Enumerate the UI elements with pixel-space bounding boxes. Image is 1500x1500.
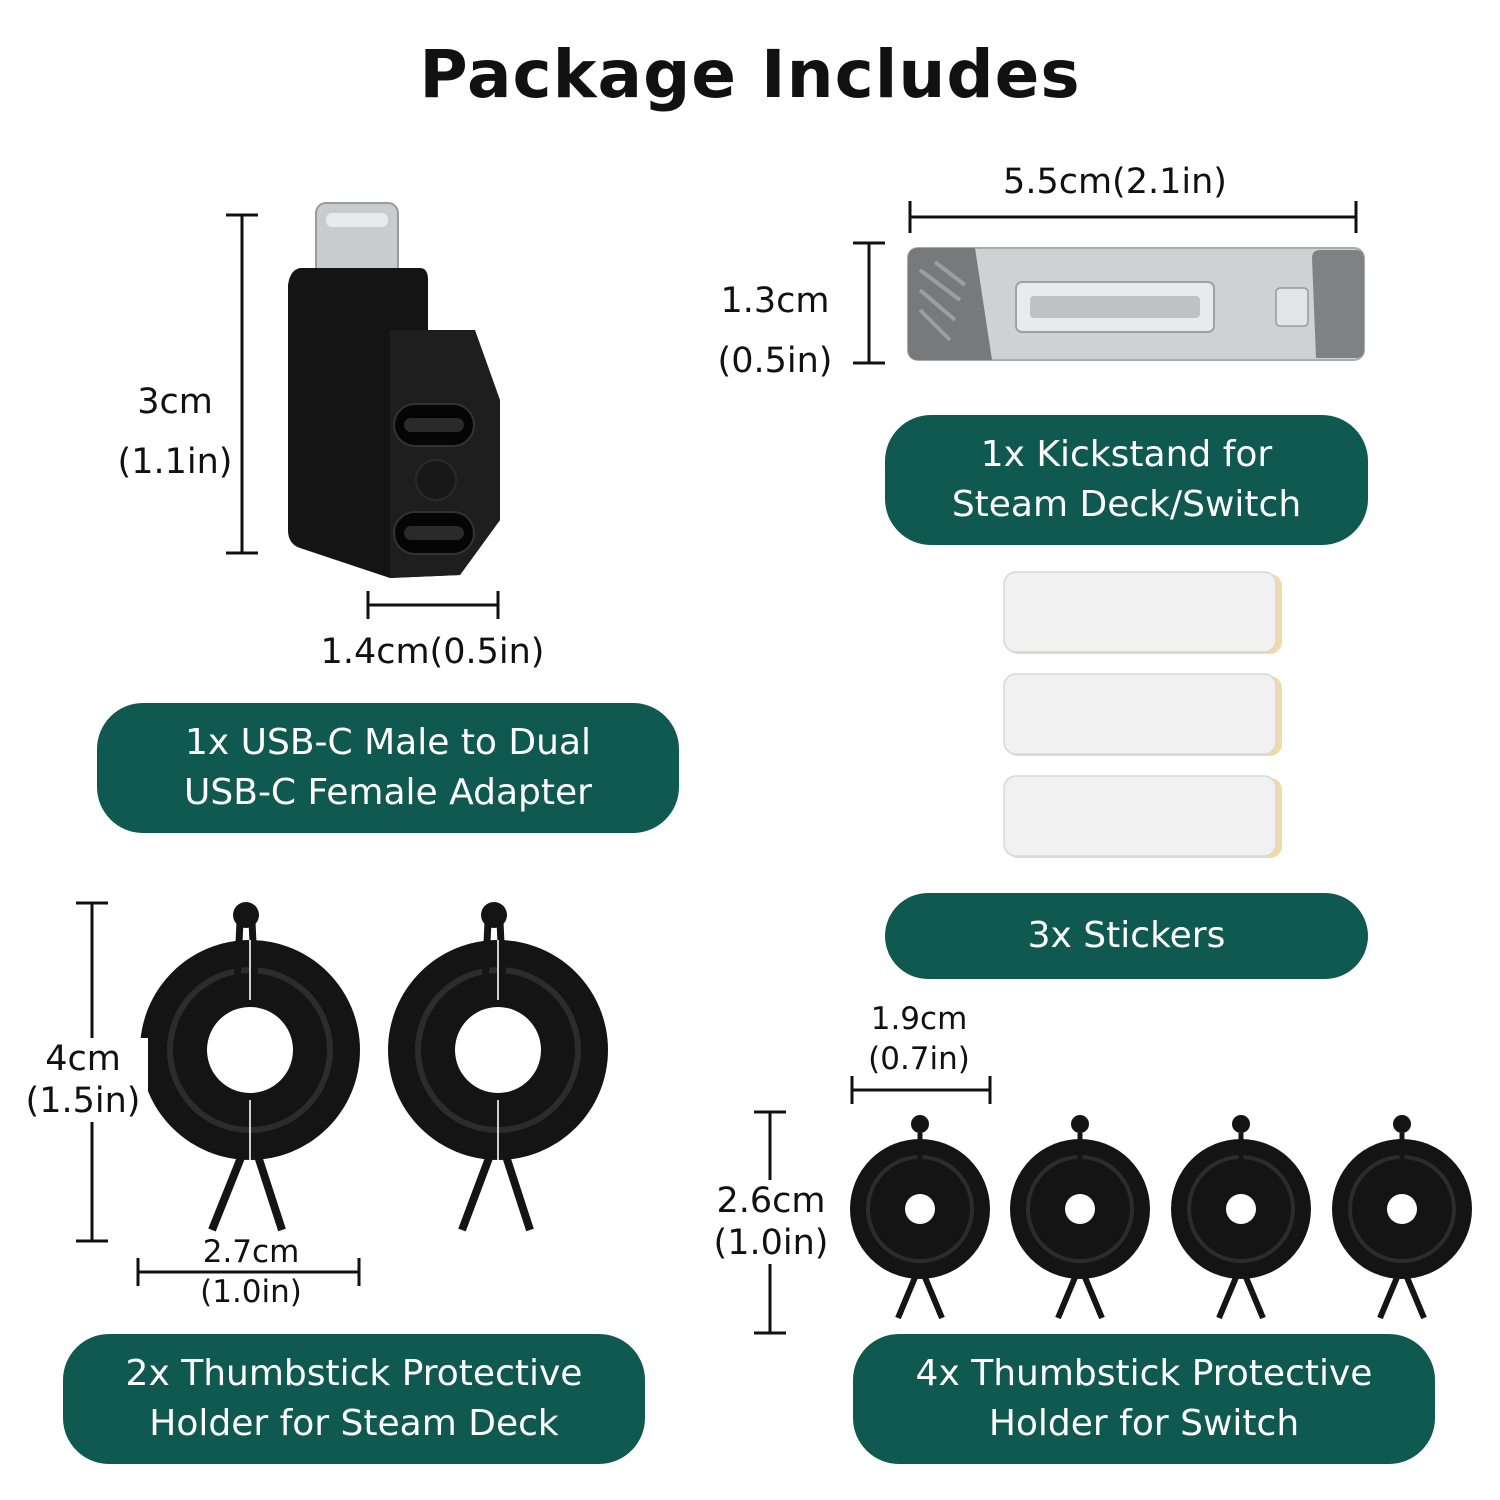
kickstand-height-label: 1.3cm (0.5in) — [717, 281, 833, 381]
kickstand-label-pill: 1x Kickstand for Steam Deck/Switch — [885, 415, 1368, 545]
switch-holder-label-pill: 4x Thumbstick Protective Holder for Swit… — [853, 1334, 1435, 1464]
steamdeck-holder-height-label: 4cm (1.5in) — [18, 1038, 148, 1122]
kickstand-width-label: 5.5cm(2.1in) — [1003, 162, 1227, 202]
stickers-label-pill: 3x Stickers — [885, 893, 1368, 979]
steamdeck-holder-label-pill: 2x Thumbstick Protective Holder for Stea… — [63, 1334, 645, 1464]
switch-holder-width-label: 1.9cm (0.7in) — [868, 1001, 970, 1077]
steamdeck-holder-width-label: 2.7cm (1.0in) — [200, 1234, 302, 1310]
adapter-label-pill: 1x USB-C Male to Dual USB-C Female Adapt… — [97, 703, 679, 833]
page-title: Package Includes — [419, 36, 1081, 113]
adapter-width-label: 1.4cm(0.5in) — [320, 632, 545, 672]
switch-holder-height-label: 2.6cm (1.0in) — [705, 1180, 837, 1264]
adapter-height-label: 3cm (1.1in) — [117, 382, 233, 482]
